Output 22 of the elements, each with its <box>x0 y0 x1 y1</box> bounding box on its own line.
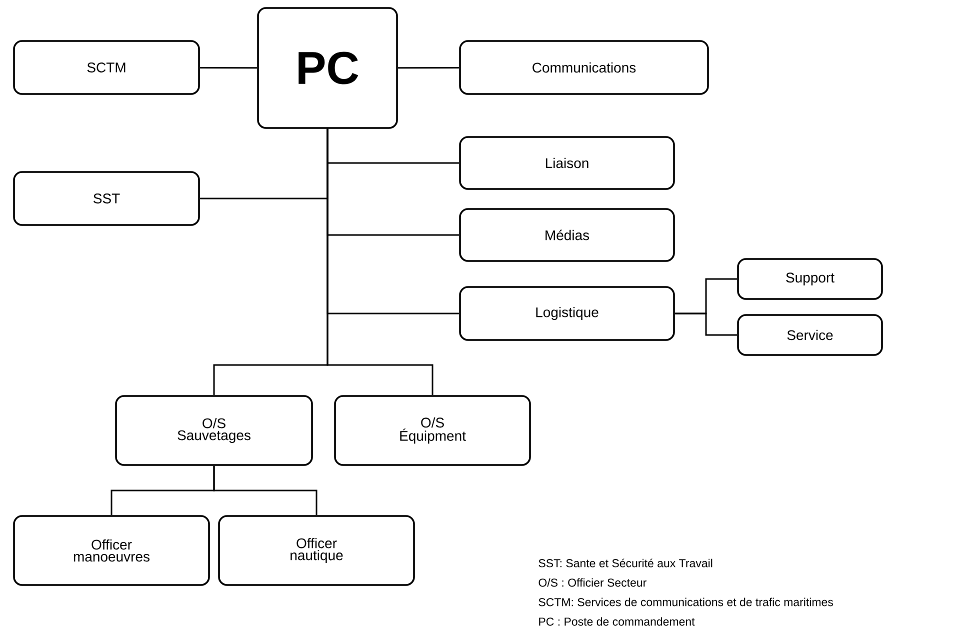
abbreviation-note: SST: Sante et Sécurité aux Travail <box>538 558 712 568</box>
unit-box: O/S Équipment <box>334 395 531 466</box>
connector-line <box>213 466 318 516</box>
abbreviation-note: PC : Poste de commandement <box>539 617 695 626</box>
connector-line <box>398 66 460 69</box>
unit-box: Logistique <box>459 286 675 341</box>
connector-line <box>674 312 738 336</box>
unit-box: Médias <box>459 208 675 262</box>
unit-box: SCTM <box>13 40 200 95</box>
unit-box: Liaison <box>459 136 675 190</box>
unit-box: Communications <box>459 40 709 95</box>
unit-box: Support <box>737 258 883 300</box>
abbreviation-note: SCTM: Services de communications et de trafic maritimes <box>538 598 833 606</box>
abbreviation-note: O/S : Officier Secteur <box>538 578 646 587</box>
connector-line <box>326 128 434 396</box>
connector-line <box>200 66 258 69</box>
unit-box: Officer nautique <box>218 515 415 586</box>
unit-box: SST <box>13 171 200 226</box>
unit-box: Officer manoeuvres <box>13 515 210 586</box>
command-box: PC <box>257 7 398 129</box>
unit-box: Service <box>737 314 883 356</box>
unit-box: O/S Sauvetages <box>115 395 313 466</box>
